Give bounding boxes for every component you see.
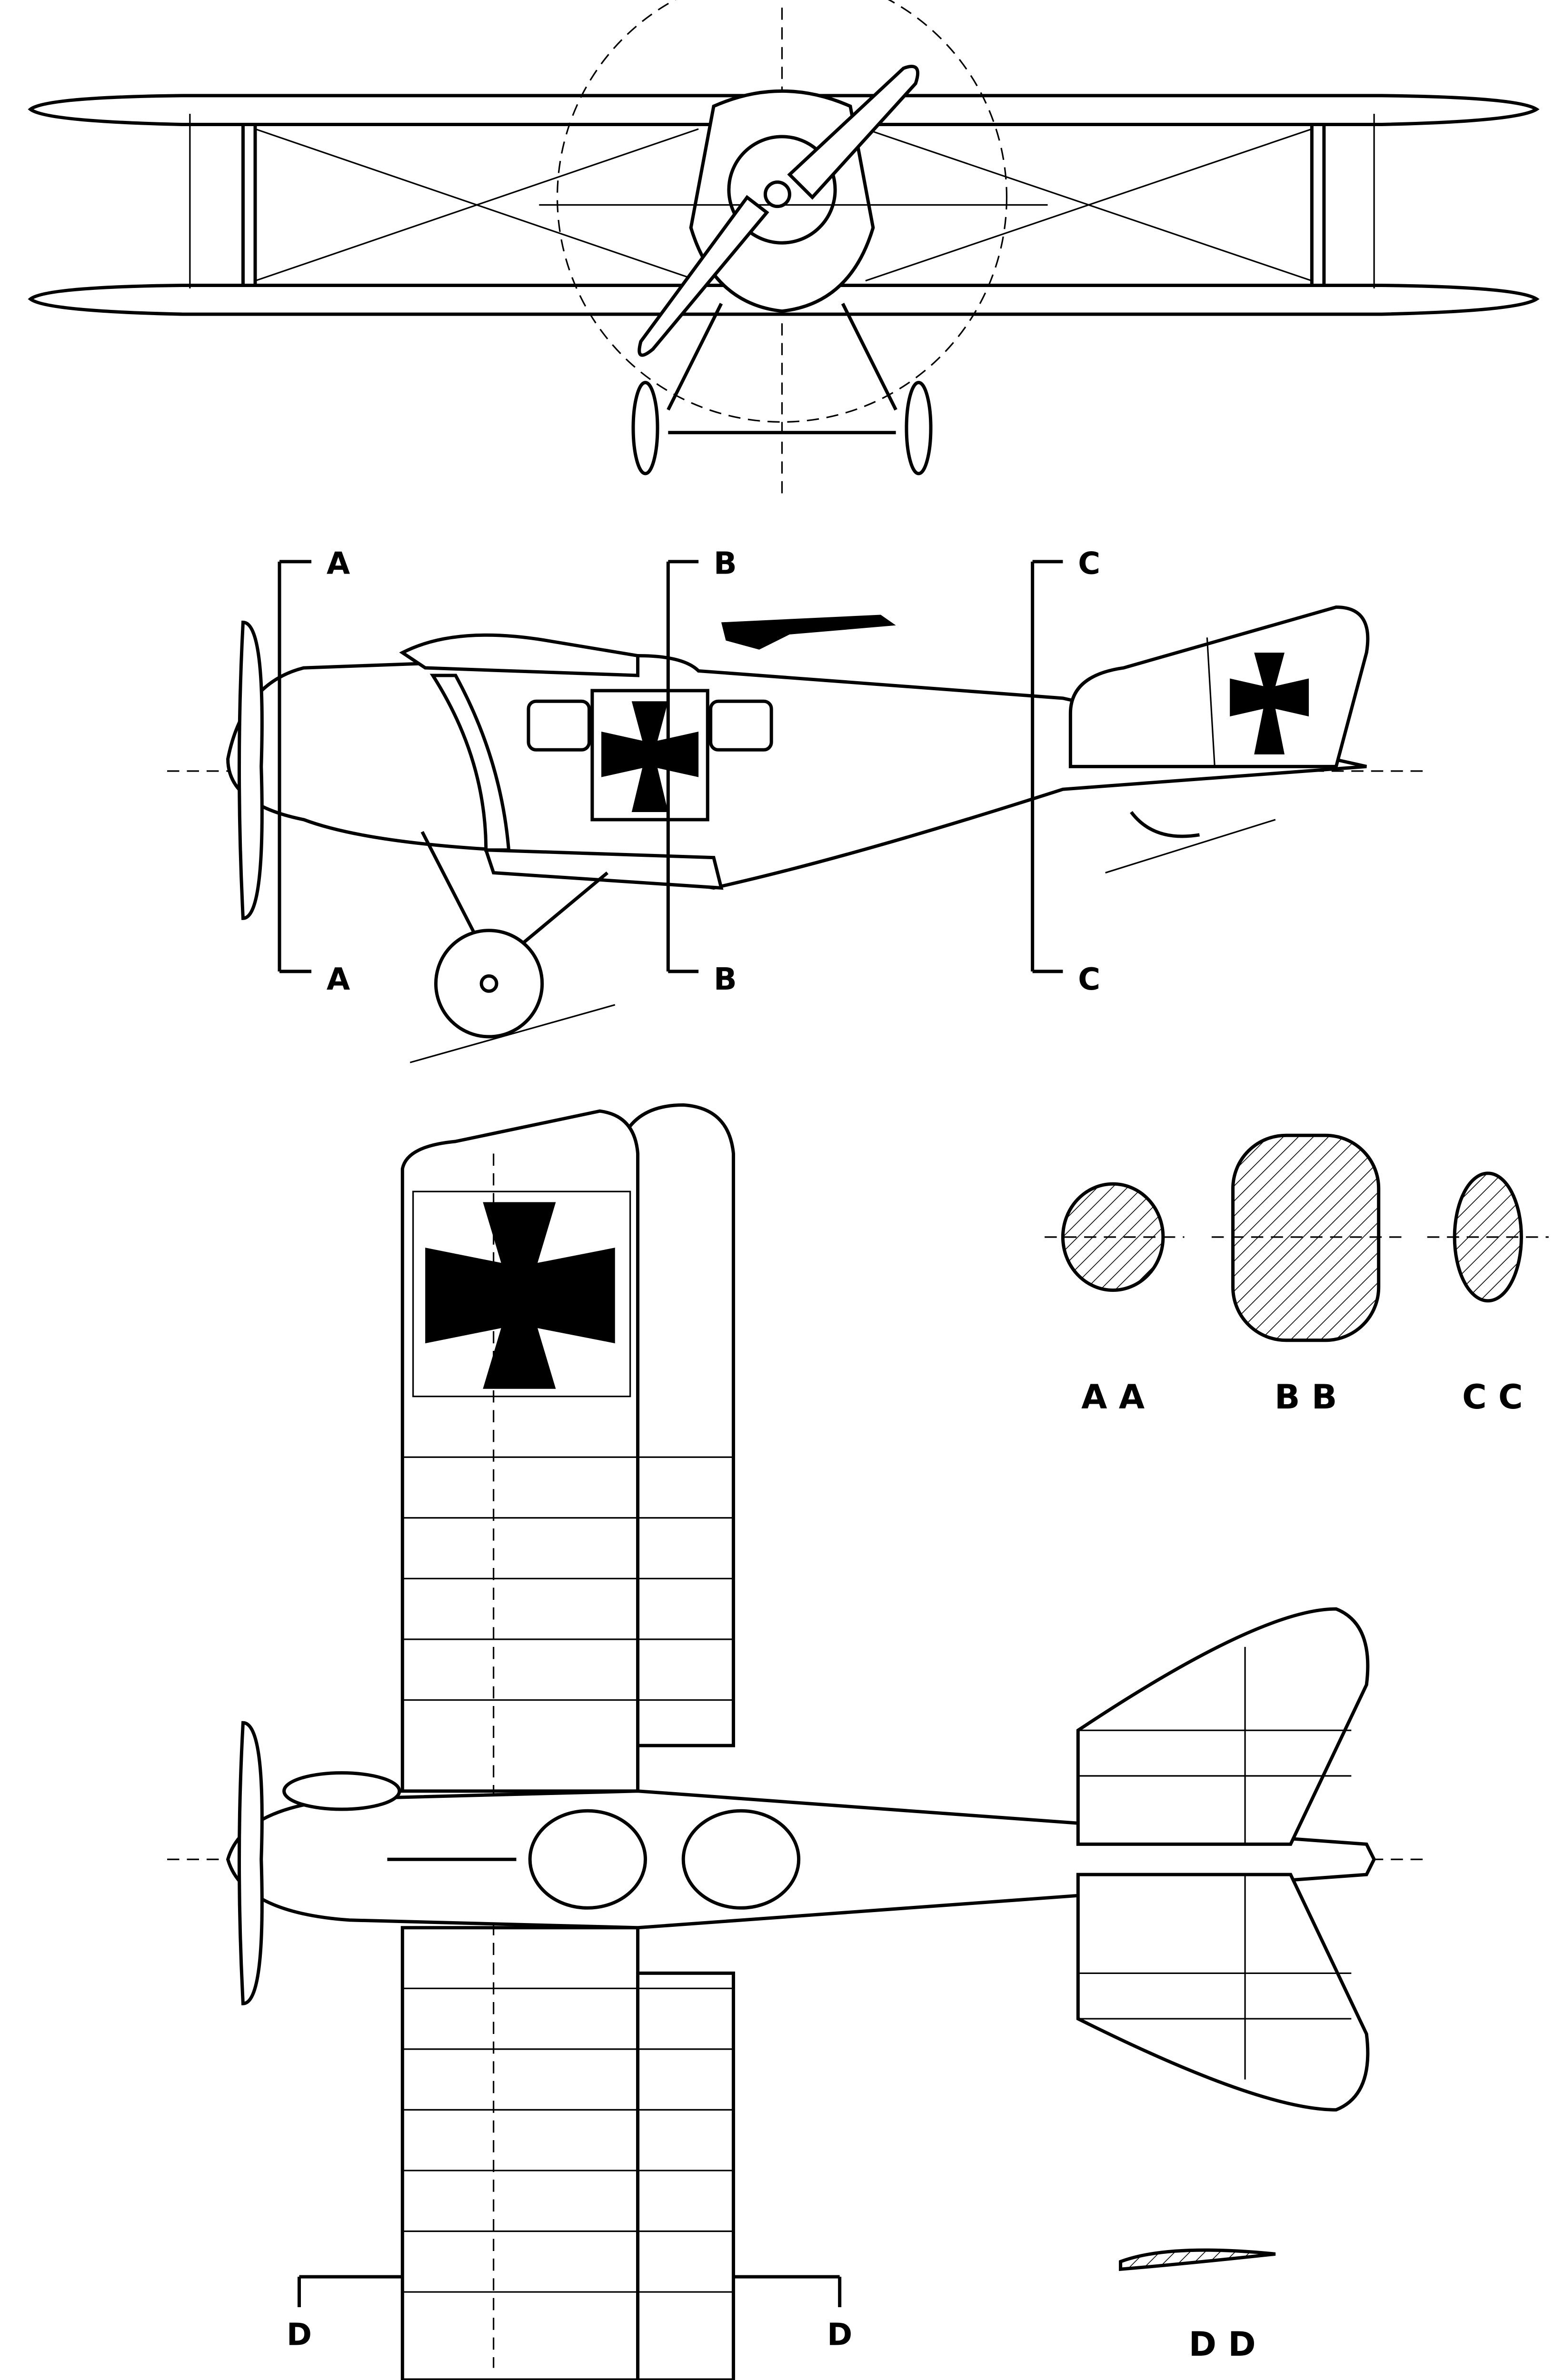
lower-wing-side bbox=[483, 848, 724, 890]
lower-wing-front bbox=[28, 283, 1540, 316]
machine-gun-side bbox=[721, 615, 896, 650]
section-marker-c-bottom: C bbox=[1078, 962, 1100, 997]
lower-wing-top-trailing bbox=[636, 1971, 735, 2380]
cross-sections: A A B B C C D D D D bbox=[287, 1133, 1549, 2364]
cockpit-opening-rear bbox=[681, 1809, 801, 1910]
section-marker-b-bottom: B bbox=[714, 962, 737, 997]
cabane-strut-side bbox=[429, 674, 511, 852]
left-interplane-strut bbox=[241, 122, 257, 287]
section-marker-b-top: B bbox=[714, 546, 737, 581]
section-marker-a-bottom: A bbox=[327, 962, 350, 997]
horizontal-stabilizer-lower bbox=[1076, 1873, 1370, 2112]
top-view bbox=[167, 1103, 1427, 2380]
iron-cross-wing bbox=[425, 1202, 615, 1389]
propeller-arc-circle bbox=[557, 0, 1007, 423]
section-line-b bbox=[666, 560, 699, 973]
section-cc-shape bbox=[1453, 1171, 1523, 1303]
engine-cylinder-fairing bbox=[282, 1771, 401, 1811]
section-line-d bbox=[297, 2275, 842, 2307]
propeller-hub bbox=[763, 180, 791, 208]
section-bb-shape bbox=[1231, 1133, 1381, 1342]
section-marker-c-top: C bbox=[1078, 546, 1100, 581]
fin-and-rudder bbox=[1068, 605, 1370, 768]
side-view: A A B B C C bbox=[167, 546, 1427, 1063]
upper-wing-side bbox=[399, 633, 640, 677]
section-marker-d-left: D bbox=[287, 2318, 312, 2353]
section-line-a bbox=[278, 560, 311, 973]
ground-line-tail bbox=[1105, 819, 1276, 874]
propeller-blade-upper bbox=[787, 65, 919, 200]
upper-wing-front bbox=[28, 94, 1540, 126]
propeller-side bbox=[238, 620, 264, 920]
propeller-blade-lower bbox=[638, 195, 769, 357]
cockpit-opening-front bbox=[528, 1809, 648, 1910]
right-wheel-front bbox=[905, 381, 933, 476]
landing-gear-side bbox=[420, 831, 609, 950]
left-wheel-front bbox=[631, 381, 659, 476]
bracing-wires bbox=[189, 114, 1375, 288]
section-label-bb: B B bbox=[1275, 1378, 1337, 1417]
section-marker-d-right: D bbox=[827, 2318, 852, 2353]
section-dd-airfoil bbox=[1119, 2248, 1276, 2271]
wing-ribs bbox=[402, 1456, 734, 2293]
section-marker-a-top: A bbox=[327, 546, 350, 581]
section-label-cc: C C bbox=[1462, 1378, 1523, 1417]
section-label-aa: A A bbox=[1081, 1378, 1145, 1417]
fuselage-window-1 bbox=[527, 699, 591, 752]
tail-skid bbox=[1130, 811, 1200, 838]
ground-line-front bbox=[409, 1004, 616, 1063]
section-aa-shape bbox=[1061, 1182, 1165, 1292]
right-interplane-strut bbox=[1310, 122, 1326, 287]
iron-cross-fuselage bbox=[601, 701, 699, 812]
propeller-top bbox=[238, 1721, 264, 2005]
cross-panel bbox=[590, 689, 709, 822]
lower-wing-top bbox=[400, 1926, 640, 2380]
rudder-hinge bbox=[1206, 637, 1215, 767]
upper-wing-top-trailing bbox=[621, 1103, 735, 1747]
tailplane-ribs bbox=[1078, 1646, 1352, 2080]
section-label-dd: D D bbox=[1189, 2325, 1256, 2364]
iron-cross-rudder bbox=[1230, 653, 1309, 754]
landing-gear-struts bbox=[667, 303, 897, 435]
horizontal-stabilizer-upper bbox=[1076, 1607, 1370, 1846]
front-view bbox=[28, 0, 1540, 501]
wheel-hub-side bbox=[479, 974, 498, 993]
cross-panel-wing bbox=[412, 1190, 631, 1398]
section-line-c bbox=[1031, 560, 1063, 973]
fuselage-window-2 bbox=[709, 699, 773, 752]
